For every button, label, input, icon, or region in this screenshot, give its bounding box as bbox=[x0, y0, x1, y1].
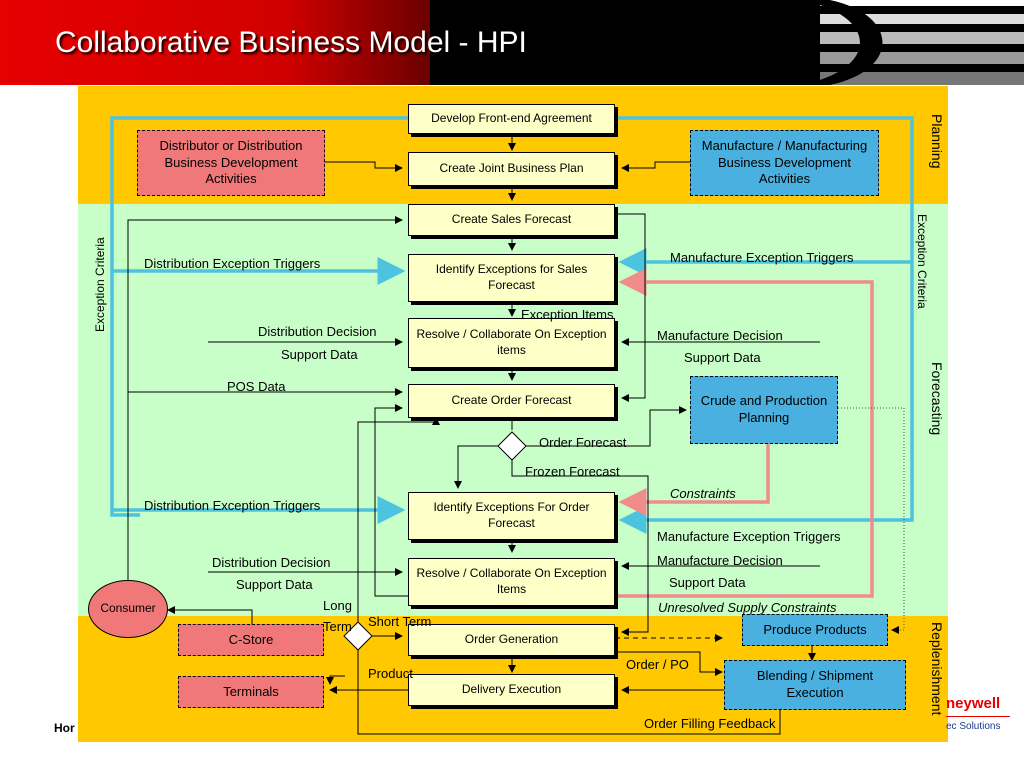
resolve-exceptions-process-2: Resolve / Collaborate On Exception Items bbox=[408, 558, 615, 606]
mfg-decision-label-2: Manufacture Decision bbox=[657, 553, 783, 568]
order-filling-feedback-label: Order Filling Feedback bbox=[644, 716, 776, 731]
sales-forecast-process: Create Sales Forecast bbox=[408, 204, 615, 236]
resolve-exceptions-process-1: Resolve / Collaborate On Exception items bbox=[408, 318, 615, 368]
page-title: Collaborative Business Model - HPI bbox=[55, 26, 527, 59]
identify-order-exceptions-process: Identify Exceptions For Order Forecast bbox=[408, 492, 615, 540]
frozen-forecast-label: Frozen Forecast bbox=[525, 464, 620, 479]
product-label: Product bbox=[368, 666, 413, 681]
mfg-exception-triggers-label-2: Manufacture Exception Triggers bbox=[657, 529, 841, 544]
mfg-exception-triggers-label-1: Manufacture Exception Triggers bbox=[670, 250, 854, 265]
mfg-decision-label-1: Manufacture Decision bbox=[657, 328, 783, 343]
term-decision-diamond bbox=[343, 621, 373, 651]
develop-agreement-process: Develop Front-end Agreement bbox=[408, 104, 615, 134]
exception-items-label: Exception Items bbox=[521, 307, 614, 322]
crude-planning-box: Crude and Production Planning bbox=[690, 376, 838, 444]
order-generation-process: Order Generation bbox=[408, 624, 615, 656]
terminals-box: Terminals bbox=[178, 676, 324, 708]
long-term-label-b: Term bbox=[323, 619, 352, 634]
delivery-execution-process: Delivery Execution bbox=[408, 674, 615, 706]
constraints-label: Constraints bbox=[670, 486, 736, 501]
dist-support-label-1: Support Data bbox=[281, 347, 358, 362]
long-term-label-a: Long bbox=[323, 598, 352, 613]
forecasting-section-label: Forecasting bbox=[929, 362, 945, 436]
manufacture-development-box: Manufacture / Manufacturing Business Dev… bbox=[690, 130, 879, 196]
c-store-box: C-Store bbox=[178, 624, 324, 656]
header-decoration bbox=[0, 0, 1024, 85]
order-po-label: Order / PO bbox=[626, 657, 689, 672]
short-term-label: Short Term bbox=[368, 614, 432, 629]
footer-rule bbox=[946, 716, 1010, 717]
dist-decision-label-2: Distribution Decision bbox=[212, 555, 331, 570]
order-forecast-label: Order Forecast bbox=[539, 435, 627, 450]
identify-sales-exceptions-process: Identify Exceptions for Sales Forecast bbox=[408, 254, 615, 302]
exception-criteria-right-label: Exception Criteria bbox=[915, 214, 929, 309]
mfg-support-label-2: Support Data bbox=[669, 575, 746, 590]
footer-left-text: Hor bbox=[54, 721, 75, 735]
order-forecast-process: Create Order Forecast bbox=[408, 384, 615, 418]
order-forecast-decision-diamond bbox=[497, 431, 527, 461]
dist-exception-triggers-label-2: Distribution Exception Triggers bbox=[144, 498, 321, 513]
planning-section-label: Planning bbox=[929, 114, 945, 169]
blending-shipment-box: Blending / Shipment Execution bbox=[724, 660, 906, 710]
dist-decision-label-1: Distribution Decision bbox=[258, 324, 377, 339]
consumer-circle: Consumer bbox=[88, 580, 168, 638]
mfg-support-label-1: Support Data bbox=[684, 350, 761, 365]
brand-subtitle: ec Solutions bbox=[946, 721, 1001, 732]
brand-logo-text: neywell bbox=[946, 695, 1001, 712]
joint-business-plan-process: Create Joint Business Plan bbox=[408, 152, 615, 186]
replenishment-section-label: Replenishment bbox=[929, 622, 945, 716]
dist-exception-triggers-label-1: Distribution Exception Triggers bbox=[144, 256, 321, 271]
exception-criteria-left-label: Exception Criteria bbox=[93, 237, 107, 332]
produce-products-box: Produce Products bbox=[742, 614, 888, 646]
pos-data-label: POS Data bbox=[227, 379, 286, 394]
header-bar: Collaborative Business Model - HPI bbox=[0, 0, 1024, 85]
unresolved-constraints-label: Unresolved Supply Constraints bbox=[658, 600, 837, 615]
dist-support-label-2: Support Data bbox=[236, 577, 313, 592]
distributor-development-box: Distributor or Distribution Business Dev… bbox=[137, 130, 325, 196]
